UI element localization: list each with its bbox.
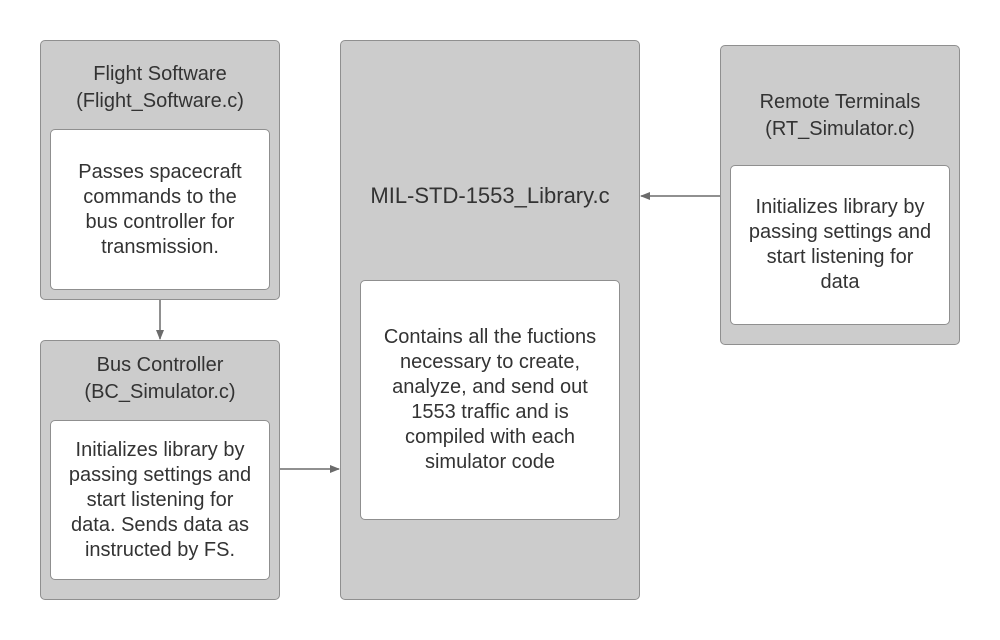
remote-terminals-title: Remote Terminals (RT_Simulator.c) [759,91,921,140]
bus-controller-description-box: Initializes library by passing settings … [50,420,270,580]
bus-controller-description: Initializes library by passing settings … [68,438,252,561]
flight-software-title: Flight Software (Flight_Software.c) [76,63,244,112]
flight-software-description-box: Passes spacecraft commands to the bus co… [50,129,270,290]
bus-controller-title: Bus Controller (BC_Simulator.c) [84,354,236,403]
remote-terminals-description: Initializes library by passing settings … [748,196,932,293]
library-description-box: Contains all the fuctions necessary to c… [360,280,620,520]
flight-software-description: Passes spacecraft commands to the bus co… [78,160,242,258]
remote-terminals-description-box: Initializes library by passing settings … [730,165,950,325]
library-title: MIL-STD-1553_Library.c [370,183,610,208]
library-description: Contains all the fuctions necessary to c… [383,326,597,473]
